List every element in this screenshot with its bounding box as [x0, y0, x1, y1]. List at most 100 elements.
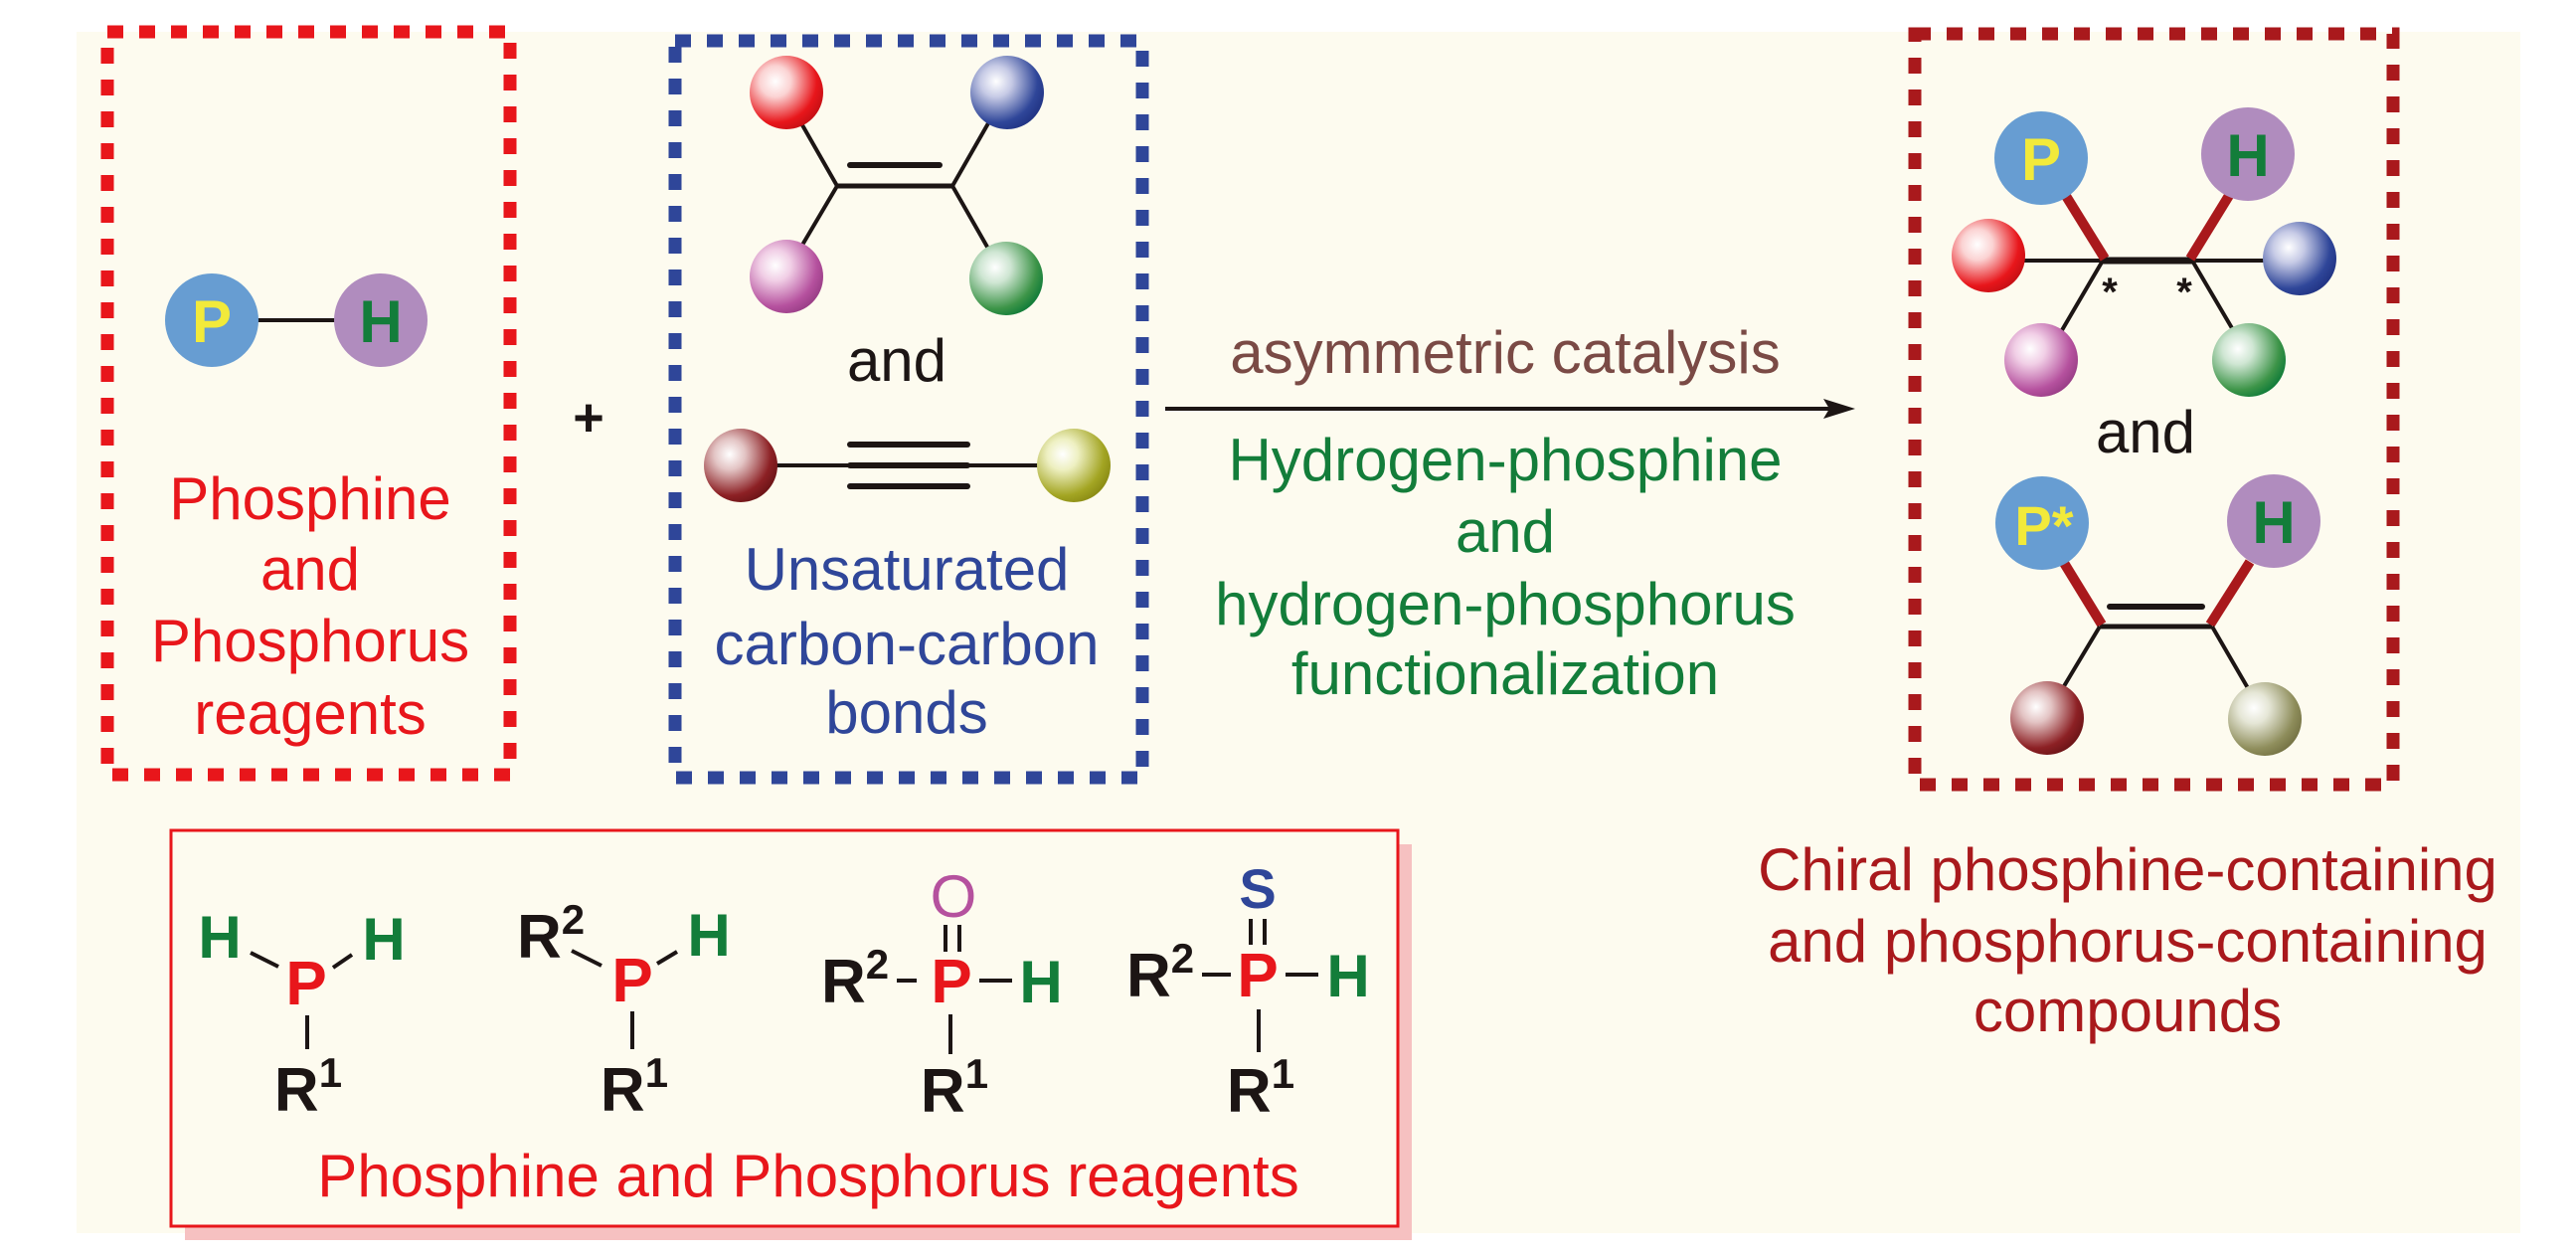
- s1-h-left: H: [198, 904, 241, 971]
- s3-r-bottom-sup: 1: [965, 1050, 988, 1097]
- s2-r1: R1: [601, 1049, 668, 1125]
- bond-to-darkred-sphere: [2062, 625, 2102, 688]
- plus-sign: +: [573, 388, 604, 448]
- reagent-examples-border: [169, 828, 1400, 1228]
- alkene-bond-lower-right: [950, 185, 990, 250]
- s3-r2: R2: [821, 941, 889, 1016]
- s4-r2: R2: [1126, 935, 1194, 1010]
- s1-r-sup: 1: [319, 1049, 342, 1096]
- reagent-caption-line-3: Phosphorus: [151, 608, 469, 674]
- substrate-caption-line-3: bonds: [825, 679, 987, 746]
- s2-p-center: P: [611, 947, 652, 1015]
- p-atom-circle-product: [1994, 111, 2088, 205]
- s1-r1: R1: [274, 1049, 342, 1125]
- stereocenter-mark-left: *: [2102, 270, 2118, 314]
- reaction-arrow-group: asymmetric catalysis Hydrogen-phosphine …: [1165, 319, 1855, 707]
- s2-r-sup: 2: [562, 896, 585, 943]
- magenta-substituent-sphere: [750, 240, 823, 313]
- magenta-substituent-sphere-product: [2004, 323, 2078, 397]
- s1-bond-left: [250, 951, 279, 969]
- s4-p-center: P: [1237, 942, 1278, 1010]
- h-atom-circle: [334, 273, 428, 367]
- s2-bond-left: [571, 949, 602, 968]
- reagent-caption-line-1: Phosphine: [169, 465, 451, 532]
- s3-r: R: [821, 948, 866, 1016]
- h-atom-label-bottom: H: [2252, 489, 2295, 556]
- bond-to-khaki-sphere: [2210, 625, 2250, 690]
- red-substituent-sphere-product: [1952, 219, 2025, 292]
- structure-secondary-phosphine: R2 P H R1: [517, 896, 731, 1125]
- substrate-caption-line-2: carbon-carbon: [715, 611, 1100, 677]
- catalysis-label: asymmetric catalysis: [1230, 319, 1780, 386]
- product-box: P H * * and P* H: [1908, 27, 2400, 792]
- p-atom-label: P: [192, 288, 232, 355]
- khaki-substituent-sphere-product: [2228, 682, 2302, 756]
- s3-oxygen: O: [931, 863, 977, 930]
- h-atom-circle-bottom: [2227, 474, 2320, 568]
- olive-substituent-sphere: [1037, 429, 1111, 502]
- s3-r1: R1: [921, 1050, 988, 1126]
- bond-to-magenta-sphere: [2060, 259, 2105, 332]
- structure-phosphine-sulfide: S R2 P H R1: [1126, 857, 1370, 1126]
- alkyne-molecule: [704, 429, 1111, 502]
- product-caption-line-1: Chiral phosphine-containing: [1758, 836, 2497, 903]
- h-atom-label: H: [359, 288, 402, 355]
- green-substituent-sphere-product: [2212, 323, 2286, 397]
- s2-r: R: [517, 903, 562, 972]
- substrate-caption-line-1: Unsaturated: [745, 536, 1070, 603]
- chiral-alkane-product: P H * *: [1952, 107, 2336, 397]
- reagent-examples-box: H H P R1 R2 P H R1 O R2 P H: [169, 828, 1412, 1240]
- green-substituent-sphere: [969, 242, 1043, 315]
- s2-h-right: H: [687, 902, 730, 969]
- structure-phosphine-oxide: O R2 P H R1: [821, 863, 1063, 1126]
- wedge-bond-to-h: [2185, 191, 2235, 262]
- s4-r-bottom: R: [1227, 1057, 1272, 1126]
- s2-r2: R2: [517, 896, 585, 972]
- functionalization-line-1: Hydrogen-phosphine: [1228, 427, 1782, 493]
- functionalization-line-2: and: [1456, 498, 1555, 565]
- s1-r: R: [274, 1056, 319, 1125]
- s3-p-center: P: [931, 948, 971, 1016]
- s4-h-right: H: [1326, 943, 1369, 1009]
- reagent-examples-title: Phosphine and Phosphorus reagents: [317, 1143, 1298, 1209]
- arrow-head-icon: [1823, 399, 1855, 419]
- s2-bond-right: [655, 950, 679, 966]
- s3-h-right: H: [1019, 949, 1062, 1015]
- p-chiral-alkene-product: P* H: [1995, 474, 2320, 756]
- substrate-box: and Unsaturated carbon-carbon bonds: [668, 34, 1149, 785]
- reagent-caption-line-4: reagents: [194, 680, 427, 747]
- stereocenter-mark-right: *: [2176, 270, 2192, 314]
- bond-to-green-sphere: [2190, 259, 2234, 330]
- p-atom-label-product: P: [2021, 126, 2061, 193]
- structure-primary-phosphine: H H P R1: [198, 904, 405, 1125]
- alkene-bond-lower-left: [799, 184, 839, 249]
- darkred-substituent-sphere: [704, 429, 777, 502]
- s2-r-bottom-sup: 1: [645, 1049, 668, 1096]
- s1-bond-right: [331, 953, 354, 970]
- reagent-box: P H Phosphine and Phosphorus reagents: [100, 25, 517, 782]
- wedge-bond-to-p-star: [2059, 560, 2107, 628]
- functionalization-line-3: hydrogen-phosphorus: [1215, 571, 1796, 637]
- s2-r-bottom: R: [601, 1056, 645, 1125]
- p-atom-circle: [165, 273, 258, 367]
- alkene-bond-upper-right: [950, 122, 990, 187]
- alkene-molecule: [750, 56, 1044, 315]
- alkene-bond-upper-left: [799, 122, 839, 187]
- functionalization-line-4: functionalization: [1291, 640, 1719, 707]
- s1-h-right: H: [362, 906, 405, 973]
- s4-r1: R1: [1227, 1050, 1294, 1126]
- p-star-atom-label: P*: [2014, 494, 2073, 557]
- s3-r-sup: 2: [866, 941, 889, 988]
- substrate-box-border: [668, 34, 1149, 785]
- product-connector: and: [2096, 399, 2195, 465]
- h-atom-label-product: H: [2226, 122, 2269, 189]
- s4-r: R: [1126, 942, 1171, 1010]
- blue-substituent-sphere-product: [2263, 222, 2336, 295]
- red-substituent-sphere: [750, 56, 823, 129]
- reagent-caption-line-2: and: [260, 536, 360, 603]
- s4-r-sup: 2: [1171, 935, 1194, 982]
- substrate-connector: and: [847, 327, 946, 394]
- product-caption-line-3: compounds: [1974, 978, 2282, 1044]
- reagent-box-border: [100, 25, 517, 782]
